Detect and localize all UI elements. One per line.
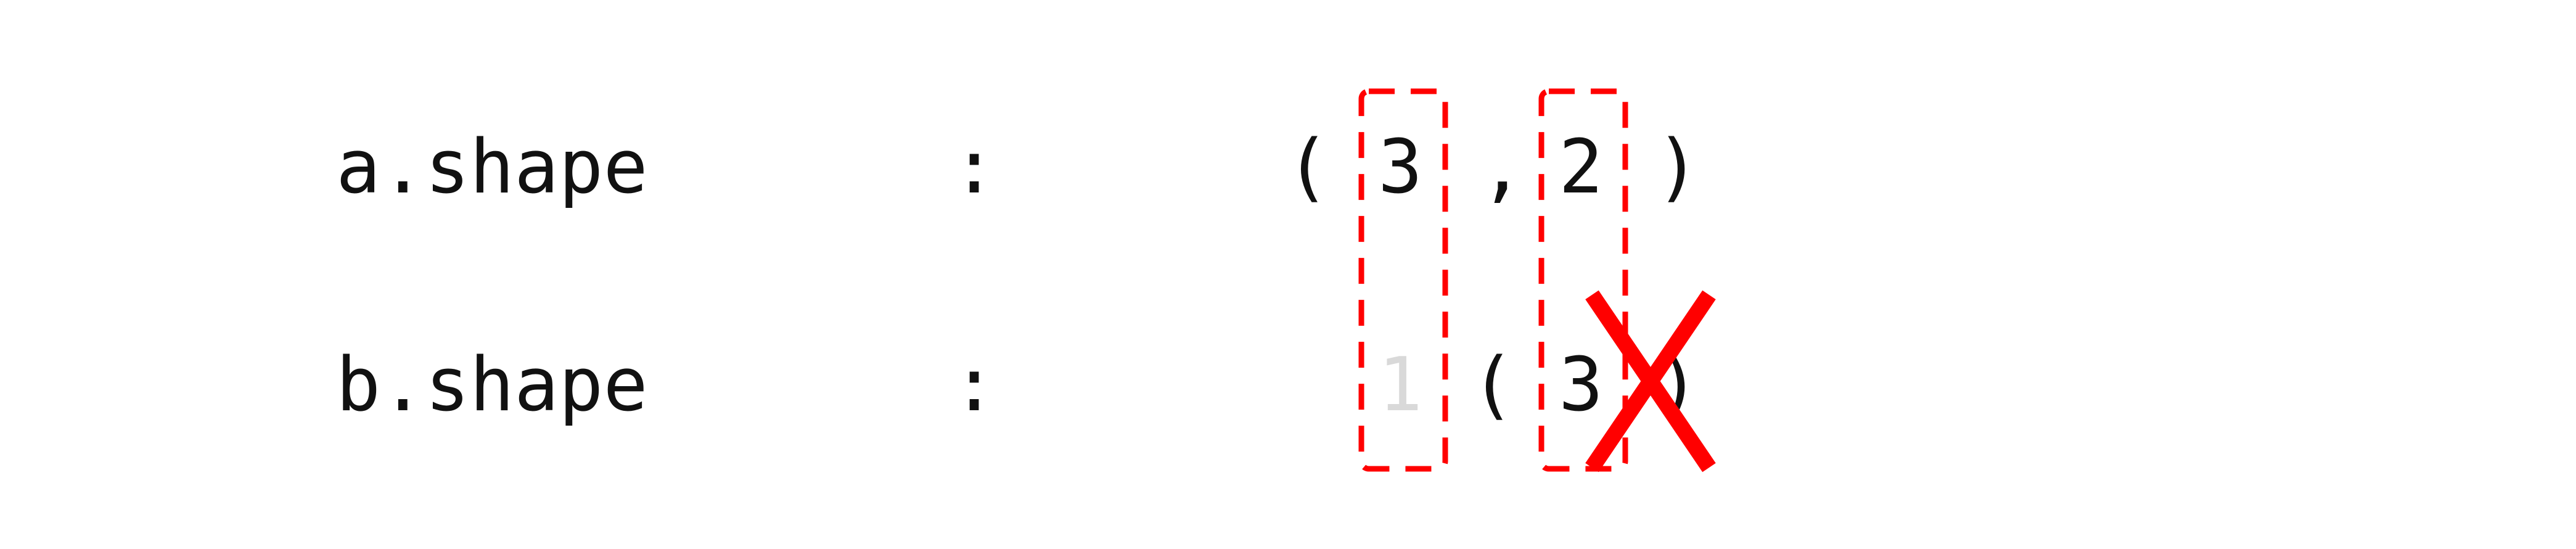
- a-shape-close-paren: ): [1655, 125, 1700, 210]
- cross-icon: [1585, 290, 1716, 473]
- b-shape-colon: :: [952, 342, 997, 428]
- a-shape-dim-1: 3: [1378, 125, 1423, 210]
- column-2-dashed-box: [1538, 88, 1628, 472]
- a-shape-colon: :: [952, 125, 997, 210]
- a-shape-open-paren: (: [1286, 125, 1331, 210]
- b-shape-label: b.shape: [336, 342, 648, 428]
- b-shape-open-paren: (: [1471, 342, 1516, 428]
- column-1-dashed-box: [1358, 88, 1448, 472]
- b-shape-dim-1: 3: [1559, 342, 1604, 428]
- a-shape-dim-2: 2: [1559, 125, 1604, 210]
- a-shape-comma: ,: [1480, 125, 1525, 210]
- b-shape-placeholder-dim: 1: [1378, 342, 1423, 428]
- a-shape-label: a.shape: [336, 125, 648, 210]
